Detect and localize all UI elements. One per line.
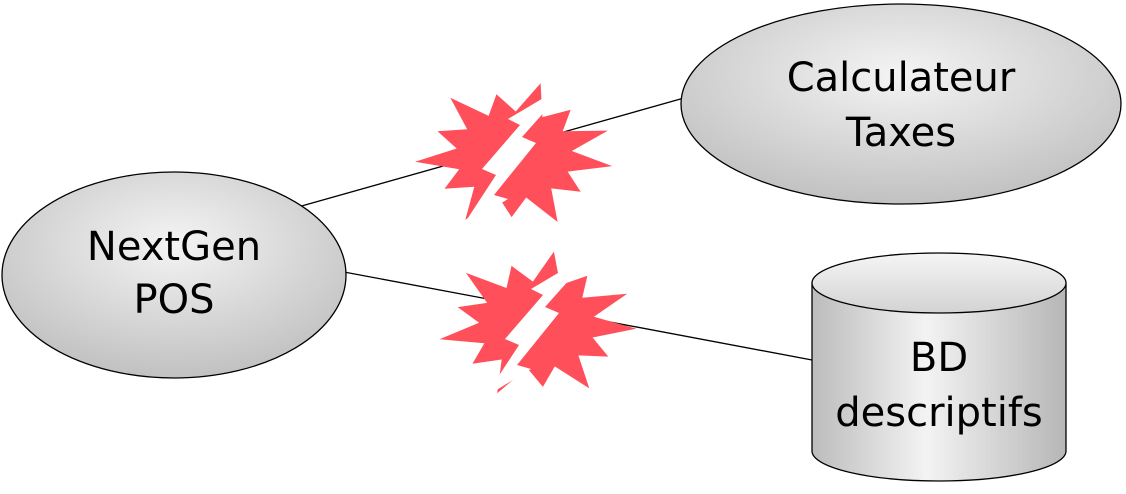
bd-label-line2: descriptifs xyxy=(835,390,1043,436)
nextgen-ellipse xyxy=(1,171,347,379)
nextgen-label-line2: POS xyxy=(134,277,215,323)
calculateur-label-line2: Taxes xyxy=(845,110,956,156)
bd-cylinder-body xyxy=(811,283,1067,482)
node-calculateur-taxes: Calculateur Taxes xyxy=(680,3,1122,205)
nextgen-label-line1: NextGen xyxy=(87,224,261,270)
calculateur-label-line1: Calculateur xyxy=(787,55,1016,101)
lightning-burst-icon xyxy=(415,81,613,227)
calculateur-ellipse xyxy=(680,3,1122,205)
node-nextgen-pos: NextGen POS xyxy=(1,171,347,379)
bd-cylinder-top xyxy=(811,252,1067,314)
lightning-burst-icon xyxy=(439,251,637,397)
node-bd-descriptifs: BD descriptifs xyxy=(811,252,1067,482)
bd-label-line1: BD xyxy=(910,335,968,381)
